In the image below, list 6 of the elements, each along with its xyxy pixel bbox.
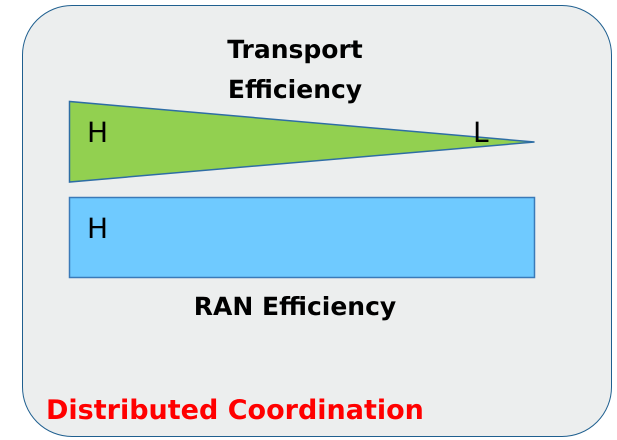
efficiency-caption: Transport Efficiency — [226, 34, 364, 106]
efficiency-caption: RAN Efficiency — [192, 291, 398, 323]
rounded-frame — [22, 5, 612, 437]
frame-title: Distributed Coordination — [46, 394, 424, 428]
high-marker: H — [87, 213, 108, 245]
high-marker: H — [87, 117, 108, 149]
